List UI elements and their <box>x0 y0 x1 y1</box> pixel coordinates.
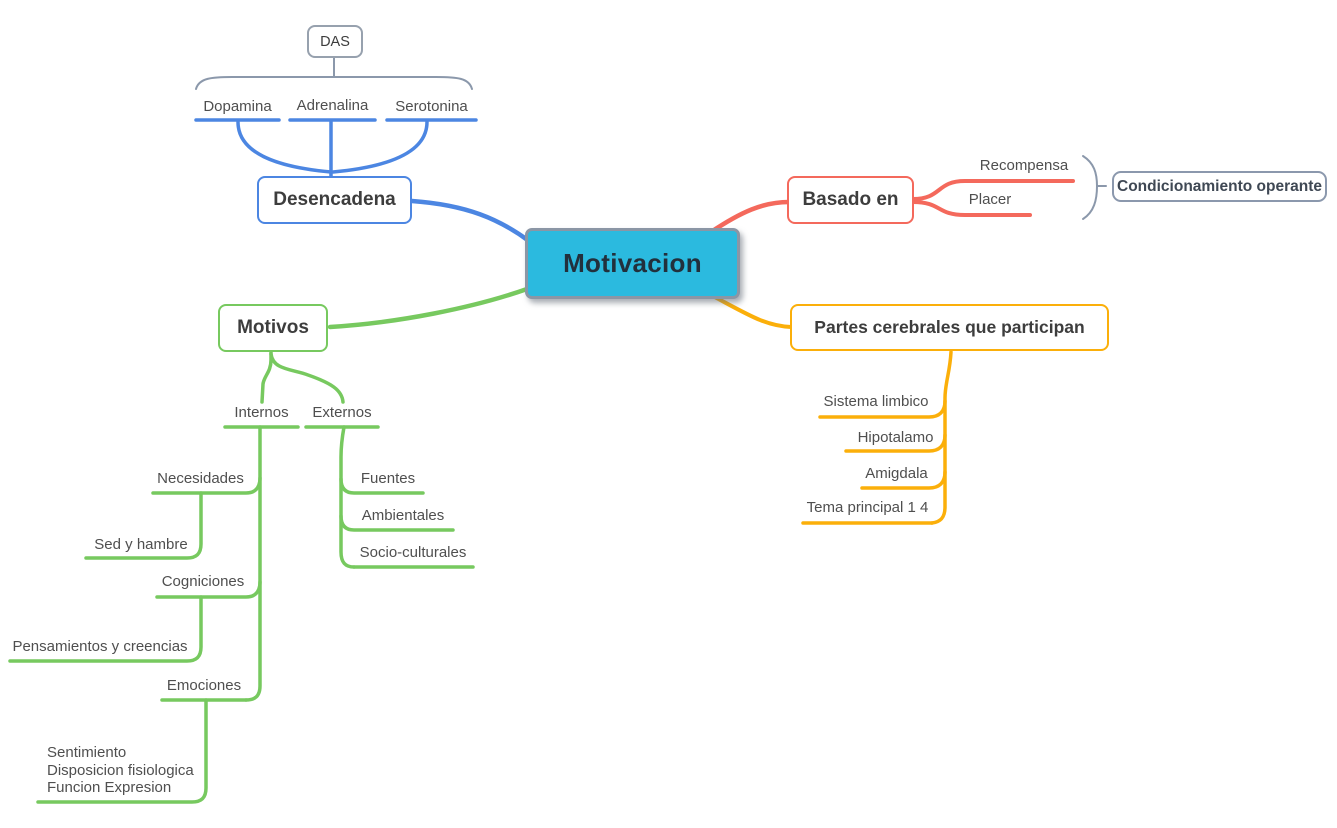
node-motivos-label: Motivos <box>237 317 309 338</box>
leaf-necesidades[interactable]: Necesidades <box>157 470 244 487</box>
trunk-partes <box>930 350 953 525</box>
trunk-internos <box>244 425 262 702</box>
underline-hipotalamo <box>844 433 947 453</box>
node-basado-en[interactable]: Basado en <box>787 176 914 224</box>
underline-cogniciones <box>155 580 262 599</box>
leaf-emociones-detalle[interactable]: Sentimiento Disposicion fisiologica Func… <box>47 744 207 797</box>
branch-desencadena-dopamina <box>236 120 333 174</box>
emociones-detalle-line-3: Funcion Expresion <box>47 779 172 796</box>
leaf-socio-culturales[interactable]: Socio-culturales <box>359 544 467 561</box>
trunk-externos <box>339 425 356 569</box>
branch-emociones-detalle <box>36 698 208 804</box>
leaf-emociones[interactable]: Emociones <box>166 677 242 694</box>
branch-root-desencadena <box>409 198 532 244</box>
node-root-label: Motivacion <box>563 248 702 278</box>
leaf-tema-principal[interactable]: Tema principal 1 4 <box>806 499 929 516</box>
node-desencadena[interactable]: Desencadena <box>257 176 412 224</box>
leaf-sistema-limbico[interactable]: Sistema limbico <box>823 393 929 410</box>
summary-condicionamiento-label: Condicionamiento operante <box>1117 177 1322 195</box>
node-desencadena-label: Desencadena <box>273 189 396 210</box>
branch-sed-y-hambre <box>84 491 203 560</box>
leaf-cogniciones[interactable]: Cogniciones <box>161 573 245 590</box>
underline-necesidades <box>151 476 262 495</box>
leaf-ambientales[interactable]: Ambientales <box>361 507 445 524</box>
leaf-externos[interactable]: Externos <box>312 404 372 421</box>
leaf-hipotalamo[interactable]: Hipotalamo <box>857 429 934 446</box>
condicionamiento-summary-brace <box>1082 155 1098 220</box>
underline-placer <box>911 200 1032 217</box>
das-summary-brace <box>195 76 473 90</box>
leaf-recompensa[interactable]: Recompensa <box>979 157 1069 174</box>
node-partes-cerebrales-label: Partes cerebrales que participan <box>814 317 1085 337</box>
emociones-detalle-line-1: Sentimiento <box>47 744 127 761</box>
branch-motivos-internos <box>260 350 273 404</box>
summary-das-box[interactable]: DAS <box>307 25 363 58</box>
underline-amigdala <box>860 470 947 490</box>
leaf-adrenalina[interactable]: Adrenalina <box>296 97 369 114</box>
underline-sistema-limbico <box>818 399 947 419</box>
leaf-serotonina[interactable]: Serotonina <box>395 98 468 115</box>
leaf-fuentes[interactable]: Fuentes <box>360 470 416 487</box>
branch-root-partes <box>709 293 793 329</box>
node-root-motivacion[interactable]: Motivacion <box>525 228 740 299</box>
underline-recompensa <box>911 179 1075 201</box>
leaf-dopamina[interactable]: Dopamina <box>203 98 272 115</box>
branch-desencadena-serotonina <box>331 120 429 174</box>
leaf-sed-y-hambre[interactable]: Sed y hambre <box>94 536 188 553</box>
node-partes-cerebrales[interactable]: Partes cerebrales que participan <box>790 304 1109 351</box>
summary-das-label: DAS <box>320 33 350 50</box>
underline-fuentes <box>339 477 425 495</box>
node-basado-en-label: Basado en <box>802 189 899 210</box>
node-motivos[interactable]: Motivos <box>218 304 328 352</box>
summary-condicionamiento-box[interactable]: Condicionamiento operante <box>1112 171 1327 202</box>
leaf-amigdala[interactable]: Amigdala <box>865 465 928 482</box>
emociones-detalle-line-2: Disposicion fisiologica <box>47 761 194 779</box>
leaf-internos[interactable]: Internos <box>234 404 289 421</box>
branch-root-basado-en <box>708 199 792 235</box>
leaf-placer[interactable]: Placer <box>968 191 1012 208</box>
branch-motivos-externos <box>269 352 345 404</box>
leaf-pensamientos-y-creencias[interactable]: Pensamientos y creencias <box>12 638 188 655</box>
branch-pensamientos <box>8 595 203 663</box>
branch-root-motivos <box>327 286 530 330</box>
underline-ambientales <box>339 514 455 532</box>
